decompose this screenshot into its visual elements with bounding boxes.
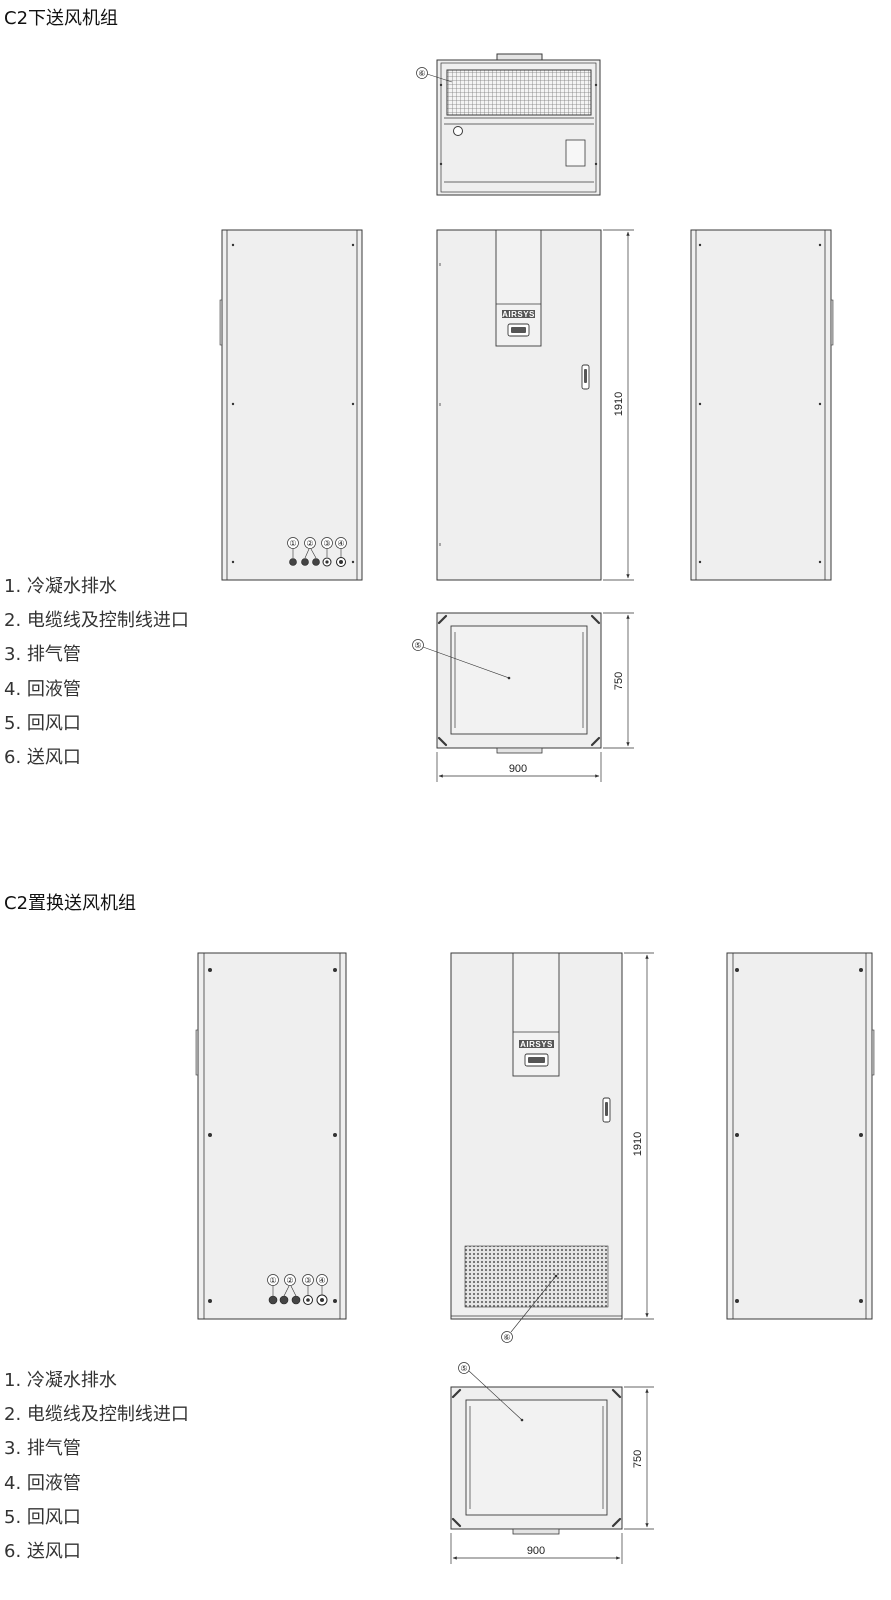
- svg-text:⑥: ⑥: [418, 69, 425, 78]
- legend-item: 2. 电缆线及控制线进口: [4, 610, 189, 632]
- dim-depth-label: 750: [613, 672, 625, 690]
- perforated-supply-panel: [464, 1245, 609, 1308]
- callout-6-front: ⑥: [501, 1274, 558, 1343]
- downflow-right-side-view: [690, 229, 834, 581]
- supply-air-grille: [446, 69, 592, 116]
- displacement-bottom-view: [450, 1386, 623, 1535]
- airsys-logo: [519, 1040, 554, 1048]
- port-3-exhaust: ③: [321, 537, 333, 567]
- callout-5-bottom: ⑤: [458, 1362, 524, 1422]
- legend-item: 1. 冷凝水排水: [4, 1370, 117, 1391]
- downflow-front-view: AIRSYS: [436, 229, 602, 581]
- return-air-opening: [450, 625, 588, 735]
- downflow-height-dimension: [603, 229, 634, 581]
- downflow-depth-dimension: [603, 612, 634, 749]
- legend-item: 2. 电缆线及控制线进口: [4, 1404, 189, 1426]
- downflow-top-view: [436, 53, 601, 196]
- svg-text:②: ②: [286, 1276, 293, 1285]
- displacement-front-view: AIRSYS: [450, 952, 623, 1320]
- displacement-height-dimension: [624, 952, 654, 1320]
- dim-depth-label: 750: [632, 1450, 644, 1468]
- port-3-exhaust: ③: [302, 1274, 314, 1305]
- displacement-pipe-ports: ① ② ③ ④: [267, 1274, 328, 1306]
- legend-item: 6. 送风口: [4, 1540, 81, 1562]
- legend-item: 5. 回风口: [4, 1506, 81, 1528]
- displacement-left-side-view: [195, 952, 347, 1320]
- dim-width-label: 900: [527, 1545, 545, 1557]
- downflow-bottom-view: [436, 612, 602, 754]
- callout-5-bottom: ⑤: [412, 639, 511, 680]
- svg-text:①: ①: [289, 539, 296, 548]
- legend-item: 4. 回液管: [4, 678, 81, 700]
- callout-6-top: ⑥: [416, 67, 453, 83]
- legend-item: 5. 回风口: [4, 712, 81, 734]
- svg-text:⑤: ⑤: [414, 641, 421, 650]
- legend-displacement: 1. 冷凝水排水 2. 电缆线及控制线进口 3. 排气管 4. 回液管 5. 回…: [4, 1364, 189, 1569]
- return-air-opening: [465, 1399, 608, 1516]
- legend-downflow: 1. 冷凝水排水 2. 电缆线及控制线进口 3. 排气管 4. 回液管 5. 回…: [4, 570, 189, 775]
- svg-text:⑥: ⑥: [503, 1333, 510, 1342]
- port-4-liquid-return: ④: [335, 537, 347, 567]
- dim-height-label: 1910: [632, 1132, 644, 1156]
- svg-text:④: ④: [318, 1276, 325, 1285]
- svg-text:⑤: ⑤: [460, 1364, 467, 1373]
- displacement-depth-dimension: [624, 1386, 654, 1530]
- svg-text:AIRSYS: AIRSYS: [520, 1040, 553, 1049]
- svg-text:④: ④: [337, 539, 344, 548]
- section-title-displacement: C2置换送风机组: [4, 893, 137, 914]
- legend-item: 6. 送风口: [4, 746, 81, 768]
- port-1-condensate: ①: [267, 1274, 279, 1305]
- port-4-liquid-return: ④: [316, 1274, 328, 1306]
- legend-item: 3. 排气管: [4, 1438, 81, 1460]
- section-title-downflow: C2下送风机组: [4, 8, 119, 29]
- downflow-width-dimension: [436, 752, 602, 782]
- dim-height-label: 1910: [613, 392, 625, 416]
- downflow-left-side-view: [219, 229, 363, 581]
- svg-text:②: ②: [306, 539, 313, 548]
- displacement-right-side-view: [726, 952, 875, 1320]
- displacement-width-dimension: [450, 1533, 623, 1564]
- port-2-cable-entry: ②: [279, 1274, 301, 1305]
- port-2-cable-entry: ②: [301, 537, 320, 566]
- svg-text:③: ③: [323, 539, 330, 548]
- port-1-condensate: ①: [287, 537, 299, 566]
- legend-item: 1. 冷凝水排水: [4, 576, 117, 597]
- svg-text:③: ③: [304, 1276, 311, 1285]
- svg-text:AIRSYS: AIRSYS: [502, 310, 535, 319]
- airsys-logo: [502, 310, 535, 318]
- dim-width-label: 900: [509, 763, 527, 775]
- downflow-pipe-ports: ① ② ③ ④: [287, 537, 347, 567]
- legend-item: 3. 排气管: [4, 644, 81, 666]
- legend-item: 4. 回液管: [4, 1472, 81, 1494]
- svg-text:①: ①: [269, 1276, 276, 1285]
